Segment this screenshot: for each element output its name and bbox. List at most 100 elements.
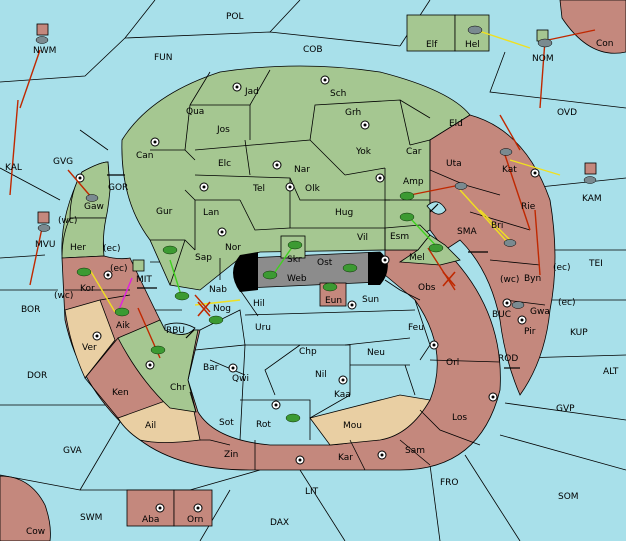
label-GVP: GVP [556, 404, 575, 414]
label-Aba: Aba [142, 515, 159, 525]
label-Con: Con [596, 39, 614, 49]
province-cow[interactable] [0, 475, 51, 541]
label-SWM: SWM [80, 513, 102, 523]
label-Eld: Eld [449, 119, 463, 129]
province-orn[interactable] [173, 489, 213, 527]
label-SMA: SMA [457, 227, 477, 237]
label-KAM: KAM [582, 194, 602, 204]
label-Gaw: Gaw [84, 202, 104, 212]
fleets [35, 25, 597, 309]
label-Uru: Uru [255, 323, 271, 333]
move-orders [9, 27, 596, 359]
label-Sap: Sap [195, 253, 212, 263]
label-Orl: Orl [446, 358, 459, 368]
label-DAX: DAX [270, 518, 289, 528]
label-Cow: Cow [26, 527, 45, 537]
label-Qwi: Qwi [232, 374, 249, 384]
fleet-icon-nwm [36, 23, 49, 36]
label-TEI: TEI [588, 259, 603, 269]
label-Ost: Ost [317, 258, 333, 268]
label-Kaa: Kaa [334, 390, 351, 400]
label-Aik: Aik [116, 321, 131, 331]
label-Jos: Jos [216, 125, 230, 135]
label-Grh: Grh [345, 108, 361, 118]
label-Neu: Neu [367, 348, 385, 358]
label-ec3: (ec) [558, 298, 576, 308]
label-Feu: Feu [408, 323, 424, 333]
label-Byn: Byn [524, 274, 541, 284]
label-Gur: Gur [156, 207, 173, 217]
label-Sch: Sch [330, 89, 346, 99]
province-mou[interactable] [309, 394, 431, 446]
label-Can: Can [136, 151, 154, 161]
label-Qua: Qua [186, 107, 204, 117]
label-BOR: BOR [21, 305, 40, 315]
label-Sun: Sun [362, 295, 379, 305]
label-Tel: Tel [252, 184, 265, 194]
label-LIT: LIT [305, 487, 319, 497]
label-ROD: ROD [498, 354, 518, 364]
label-GVG: GVG [53, 157, 73, 167]
province-chr[interactable] [117, 319, 199, 413]
label-Eun: Eun [325, 296, 342, 306]
label-Vil: Vil [357, 233, 368, 243]
label-MVU: MVU [35, 240, 56, 250]
label-Kor: Kor [80, 284, 95, 294]
label-NOM: NOM [532, 54, 554, 64]
label-ec2: (ec) [110, 264, 128, 274]
label-Nog: Nog [213, 304, 231, 314]
label-ec4: (ec) [553, 263, 571, 273]
province-elf[interactable] [406, 14, 456, 52]
label-Uta: Uta [446, 159, 462, 169]
label-GVA: GVA [63, 446, 83, 456]
label-Los: Los [452, 413, 467, 423]
label-Kar: Kar [338, 453, 353, 463]
label-ALT: ALT [603, 367, 619, 377]
label-GOR: GOR [108, 183, 128, 193]
province-aba[interactable] [126, 489, 175, 527]
fleet-icon-mvu [37, 211, 50, 224]
supply-centers [75, 75, 540, 513]
fleet-icon-kam [584, 162, 597, 175]
label-Amp: Amp [403, 177, 424, 187]
region-black-water [233, 252, 258, 292]
label-Lan: Lan [203, 208, 219, 218]
water-notch-rbu [164, 322, 196, 335]
label-Nor: Nor [225, 243, 241, 253]
label-Sam: Sam [405, 446, 425, 456]
label-RBU: RBU [166, 326, 185, 336]
label-Rie: Rie [521, 202, 536, 212]
label-wc2: (wc) [54, 291, 73, 301]
label-FUN: FUN [154, 53, 173, 63]
label-wc3: (wc) [500, 275, 519, 285]
province-ver[interactable] [64, 299, 116, 379]
province-labels: POL COB FUN NWM KAL GVG GOR Gaw (wc) MVU… [5, 12, 619, 537]
fleet-icon-mit [132, 259, 145, 272]
label-Chp: Chp [299, 347, 317, 357]
label-Chr: Chr [170, 383, 186, 393]
province-web[interactable] [238, 251, 388, 289]
label-Her: Her [70, 243, 86, 253]
label-Skr: Skr [287, 255, 302, 265]
label-Hug: Hug [335, 208, 353, 218]
failed-orders [197, 271, 456, 317]
label-Esm: Esm [390, 232, 409, 242]
label-wc1: (wc) [58, 216, 77, 226]
label-Kat: Kat [502, 165, 517, 175]
label-Mel: Mel [409, 253, 425, 263]
label-SOM: SOM [558, 492, 579, 502]
label-Hel: Hel [465, 40, 480, 50]
label-Gwa: Gwa [530, 307, 550, 317]
label-Ver: Ver [82, 343, 97, 353]
label-KUP: KUP [570, 328, 588, 338]
label-DOR: DOR [27, 371, 47, 381]
armies [76, 191, 444, 423]
label-POL: POL [226, 12, 244, 22]
label-Nab: Nab [209, 285, 227, 295]
label-Elc: Elc [218, 159, 231, 169]
label-Car: Car [406, 147, 422, 157]
label-BUC: BUC [492, 310, 511, 320]
label-Yok: Yok [355, 147, 372, 157]
